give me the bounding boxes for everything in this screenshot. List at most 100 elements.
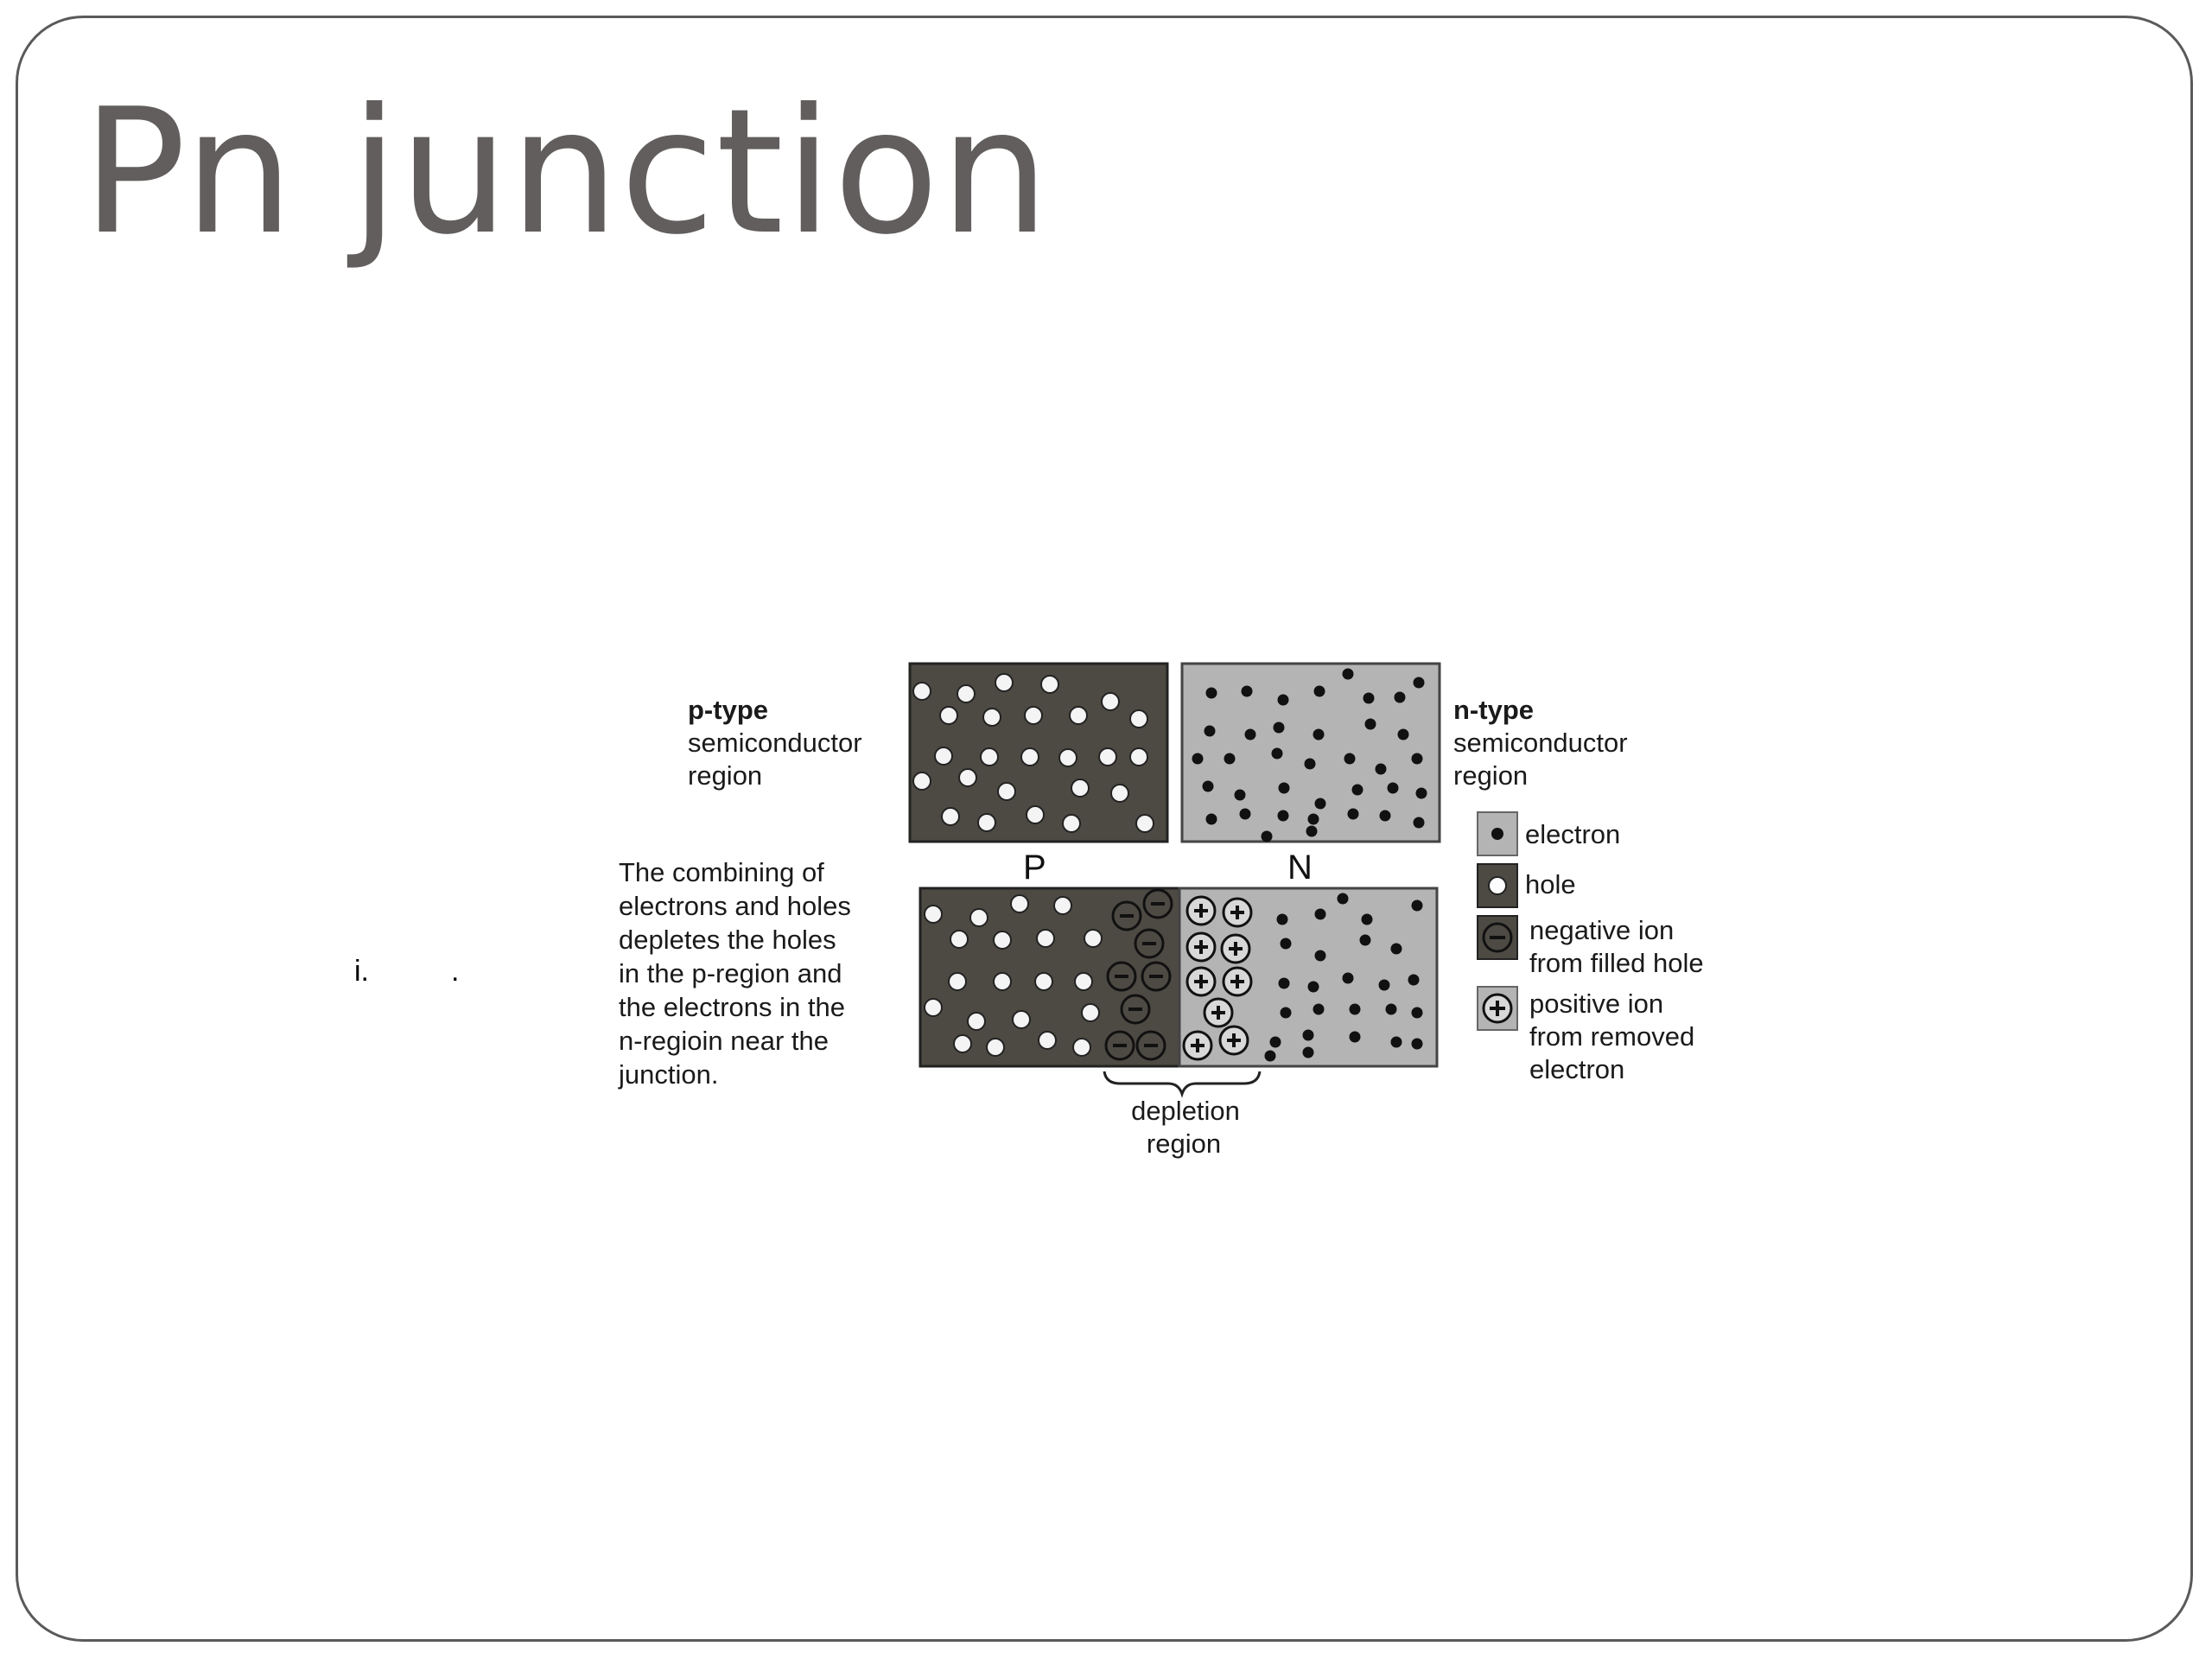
description-line: The combining of bbox=[619, 857, 824, 887]
electron-particle bbox=[1264, 1050, 1276, 1062]
hole-particle bbox=[1135, 814, 1154, 833]
hole-particle bbox=[912, 682, 931, 701]
hole-particle bbox=[977, 813, 996, 832]
electron-particle bbox=[1344, 753, 1356, 765]
hole-particle bbox=[934, 747, 953, 766]
electron-particle bbox=[1342, 668, 1354, 680]
description-line: in the p-region and bbox=[619, 958, 842, 988]
electron-particle bbox=[1269, 1036, 1281, 1048]
description-line: n-regioin near the bbox=[619, 1026, 829, 1056]
electron-particle bbox=[1304, 758, 1316, 770]
electron-particle bbox=[1411, 899, 1423, 912]
hole-particle bbox=[1074, 972, 1093, 991]
hole-particle bbox=[1053, 896, 1072, 915]
electron-particle bbox=[1205, 687, 1217, 699]
electron-particle bbox=[1378, 979, 1390, 991]
electron-particle bbox=[1241, 685, 1253, 697]
hole-particle bbox=[969, 908, 988, 927]
holes-bottom bbox=[924, 894, 1103, 1057]
depletion-label-line1: depletion bbox=[1131, 1096, 1240, 1126]
hole-particle bbox=[995, 673, 1014, 692]
legend-hole-label: hole bbox=[1525, 869, 1576, 899]
electron-particle bbox=[1413, 677, 1425, 689]
electron-particle bbox=[1375, 763, 1387, 775]
hole-particle bbox=[950, 930, 969, 949]
p-type-label-line2: semiconductor bbox=[688, 728, 862, 758]
electron-particle bbox=[1385, 1003, 1397, 1015]
hole-particle bbox=[941, 807, 960, 826]
hole-particle bbox=[1081, 1003, 1100, 1022]
electron-particle bbox=[1342, 972, 1354, 984]
electron-particle bbox=[1244, 728, 1256, 741]
electron-particle bbox=[1394, 691, 1406, 703]
electron-particle bbox=[1397, 728, 1409, 741]
electron-particle bbox=[1413, 817, 1425, 829]
description-line: electrons and holes bbox=[619, 891, 851, 921]
hole-particle bbox=[924, 998, 943, 1017]
hole-particle bbox=[957, 684, 976, 703]
legend-negative-ion-label-line2: from filled hole bbox=[1529, 948, 1704, 978]
legend-positive-ion-label-line2: from removed bbox=[1529, 1021, 1694, 1052]
description-line: the electrons in the bbox=[619, 992, 845, 1022]
electron-particle bbox=[1276, 913, 1288, 925]
hole-particle bbox=[993, 972, 1012, 991]
positive-ions bbox=[1182, 895, 1253, 1061]
electron-particle bbox=[1313, 728, 1325, 741]
electron-particle bbox=[1205, 813, 1217, 825]
legend-electron-icon bbox=[1491, 828, 1503, 840]
electrons-top bbox=[1192, 668, 1427, 842]
hole-particle bbox=[967, 1012, 986, 1031]
electron-particle bbox=[1337, 893, 1349, 905]
hole-particle bbox=[1038, 1031, 1057, 1050]
hole-particle bbox=[924, 905, 943, 924]
hole-particle bbox=[1062, 814, 1081, 833]
description-text: The combining of electrons and holes dep… bbox=[618, 857, 851, 1090]
hole-particle bbox=[939, 706, 958, 725]
p-type-label: p-type bbox=[688, 695, 768, 725]
electron-particle bbox=[1202, 780, 1214, 792]
electron-particle bbox=[1302, 1029, 1314, 1041]
hole-particle bbox=[1071, 779, 1090, 798]
hole-particle bbox=[1020, 747, 1039, 766]
legend: electron hole negative ion from filled h… bbox=[1477, 811, 1704, 1084]
bullet-end: . bbox=[451, 955, 460, 988]
hole-particle bbox=[948, 972, 967, 991]
bullet-marker: i. bbox=[354, 955, 369, 988]
electron-particle bbox=[1390, 1036, 1402, 1048]
electron-particle bbox=[1314, 950, 1326, 962]
hole-particle bbox=[958, 768, 977, 787]
hole-particle bbox=[1010, 894, 1029, 913]
electron-particle bbox=[1307, 981, 1319, 993]
electron-particle bbox=[1313, 1003, 1325, 1015]
electron-particle bbox=[1314, 908, 1326, 920]
electron-particle bbox=[1192, 753, 1204, 765]
electron-particle bbox=[1379, 810, 1391, 822]
electron-particle bbox=[1349, 1003, 1361, 1015]
electron-particle bbox=[1204, 725, 1216, 737]
hole-particle bbox=[982, 708, 1001, 727]
hole-particle bbox=[980, 747, 999, 766]
hole-particle bbox=[1098, 747, 1117, 766]
hole-particle bbox=[1024, 706, 1043, 725]
electron-particle bbox=[1364, 718, 1376, 730]
electron-particle bbox=[1306, 825, 1318, 837]
description-line: junction. bbox=[618, 1059, 718, 1090]
legend-negative-ion-label: negative ion bbox=[1529, 915, 1674, 945]
electron-particle bbox=[1277, 694, 1289, 706]
n-type-label: n-type bbox=[1453, 695, 1534, 725]
electron-particle bbox=[1349, 1031, 1361, 1043]
electron-particle bbox=[1261, 830, 1273, 842]
electron-particle bbox=[1347, 808, 1359, 820]
hole-particle bbox=[1129, 709, 1148, 728]
electrons-bottom bbox=[1264, 893, 1423, 1062]
hole-particle bbox=[953, 1034, 972, 1053]
hole-particle bbox=[1084, 929, 1103, 948]
hole-particle bbox=[993, 931, 1012, 950]
legend-positive-ion-label-line3: electron bbox=[1529, 1054, 1624, 1084]
electron-particle bbox=[1313, 685, 1325, 697]
hole-particle bbox=[997, 782, 1016, 801]
n-type-label-line2: semiconductor bbox=[1453, 728, 1628, 758]
electron-particle bbox=[1302, 1046, 1314, 1058]
electron-particle bbox=[1390, 943, 1402, 955]
